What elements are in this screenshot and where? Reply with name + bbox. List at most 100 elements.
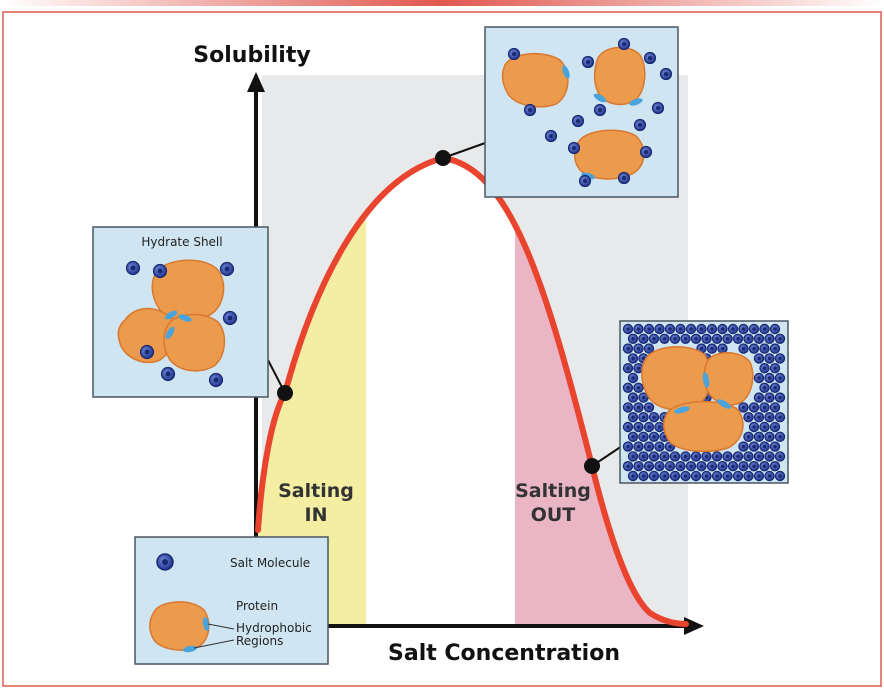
hydrophobic-region	[674, 406, 690, 414]
salt-molecule	[222, 310, 238, 326]
salt-molecule	[643, 343, 655, 354]
salt-molecule	[774, 451, 786, 462]
legend-hydrophobic-label-2: Regions	[236, 634, 283, 648]
legend-protein-icon	[149, 601, 210, 651]
salt-molecule	[774, 372, 786, 384]
salt-molecule	[769, 323, 781, 335]
salting-out-label-1: Salting	[515, 480, 591, 502]
salt-molecule	[753, 431, 765, 442]
salting-in-label-1: Salting	[278, 480, 354, 502]
salt-molecule	[701, 333, 712, 344]
salt-molecule	[774, 333, 786, 344]
salt-molecule	[743, 451, 754, 462]
salt-molecule	[617, 37, 631, 51]
hydrophobic-region	[629, 98, 643, 106]
salt-molecule	[648, 470, 660, 482]
salt-molecule	[769, 402, 781, 413]
salt-molecule	[764, 333, 775, 344]
salt-molecule	[769, 421, 781, 433]
salt-molecule	[659, 67, 673, 81]
salt-molecule	[622, 382, 634, 393]
salt-molecule	[622, 402, 634, 413]
salt-molecule	[743, 431, 754, 442]
salt-molecule	[717, 323, 728, 335]
salt-molecule	[544, 129, 558, 143]
salt-molecule	[774, 392, 786, 403]
crowded-salt-molecules	[622, 323, 786, 482]
salt-molecule	[717, 461, 728, 472]
hydrophobic-region	[702, 372, 710, 388]
salt-molecule	[617, 171, 631, 185]
salt-molecule	[738, 323, 749, 335]
salt-molecule	[764, 412, 775, 423]
curve-point-salting-out	[584, 458, 600, 474]
salt-molecule	[643, 461, 655, 472]
salt-molecule	[690, 451, 702, 462]
salt-molecule	[753, 451, 765, 462]
salt-molecule	[643, 402, 655, 413]
salt-molecule	[722, 451, 733, 462]
salt-molecule	[711, 333, 723, 344]
out-proteins	[641, 346, 754, 453]
salt-molecule	[701, 470, 712, 482]
salt-molecule	[722, 470, 733, 482]
salt-molecule	[622, 421, 634, 433]
salt-molecule	[706, 461, 718, 472]
salt-molecule	[654, 461, 665, 472]
salt-molecule	[764, 353, 775, 364]
salt-molecule	[769, 363, 781, 374]
salt-molecule	[633, 441, 644, 452]
salt-molecule	[139, 344, 155, 360]
salt-molecule	[633, 402, 644, 413]
salt-molecule	[622, 461, 634, 472]
hydrophobic-region	[164, 310, 178, 320]
legend-pointer	[207, 623, 235, 630]
salt-molecule	[759, 363, 770, 374]
salt-molecule	[769, 343, 781, 354]
salt-molecule	[696, 461, 707, 472]
salt-molecule	[627, 372, 639, 384]
salt-molecule	[753, 470, 765, 482]
salt-molecule	[711, 451, 723, 462]
salt-molecule	[748, 421, 760, 433]
salt-molecule	[593, 103, 607, 117]
salt-molecule	[764, 451, 775, 462]
salt-molecule	[738, 402, 749, 413]
outer-frame	[2, 11, 882, 687]
hydrophobic-region	[716, 399, 732, 409]
hydrophobic-region	[165, 326, 175, 340]
salt-molecule	[717, 343, 728, 354]
salt-molecule	[764, 372, 775, 384]
salt-molecule	[685, 461, 697, 472]
salt-molecule	[152, 263, 168, 279]
salt-molecule	[633, 343, 644, 354]
salt-molecule	[759, 461, 770, 472]
salt-molecule	[764, 392, 775, 403]
salt-molecule	[578, 174, 592, 188]
salt-molecule	[748, 323, 760, 335]
salt-molecule	[627, 392, 639, 403]
salt-molecule	[659, 333, 670, 344]
salt-molecule	[219, 261, 235, 277]
protein-blob	[663, 400, 744, 453]
salt-molecule	[633, 118, 647, 132]
salt-molecule	[654, 323, 665, 335]
salt-molecule	[759, 421, 770, 433]
salt-molecule	[690, 333, 702, 344]
hydrophobic-region	[562, 65, 570, 79]
protein-blob	[151, 259, 225, 322]
salt-molecule	[690, 470, 702, 482]
salt-molecule	[748, 343, 760, 354]
salt-molecule	[160, 366, 176, 382]
salt-molecule	[627, 333, 639, 344]
salt-molecule	[743, 333, 754, 344]
salt-molecule	[753, 353, 765, 364]
legend-panel: Salt Molecule Protein Hydrophobic Region…	[134, 536, 329, 665]
top-accent-bar	[0, 0, 884, 6]
salt-molecule	[759, 402, 770, 413]
y-axis-arrow	[247, 72, 265, 92]
salt-molecule	[648, 412, 660, 423]
salt-molecule	[651, 101, 665, 115]
salt-molecule	[722, 333, 733, 344]
